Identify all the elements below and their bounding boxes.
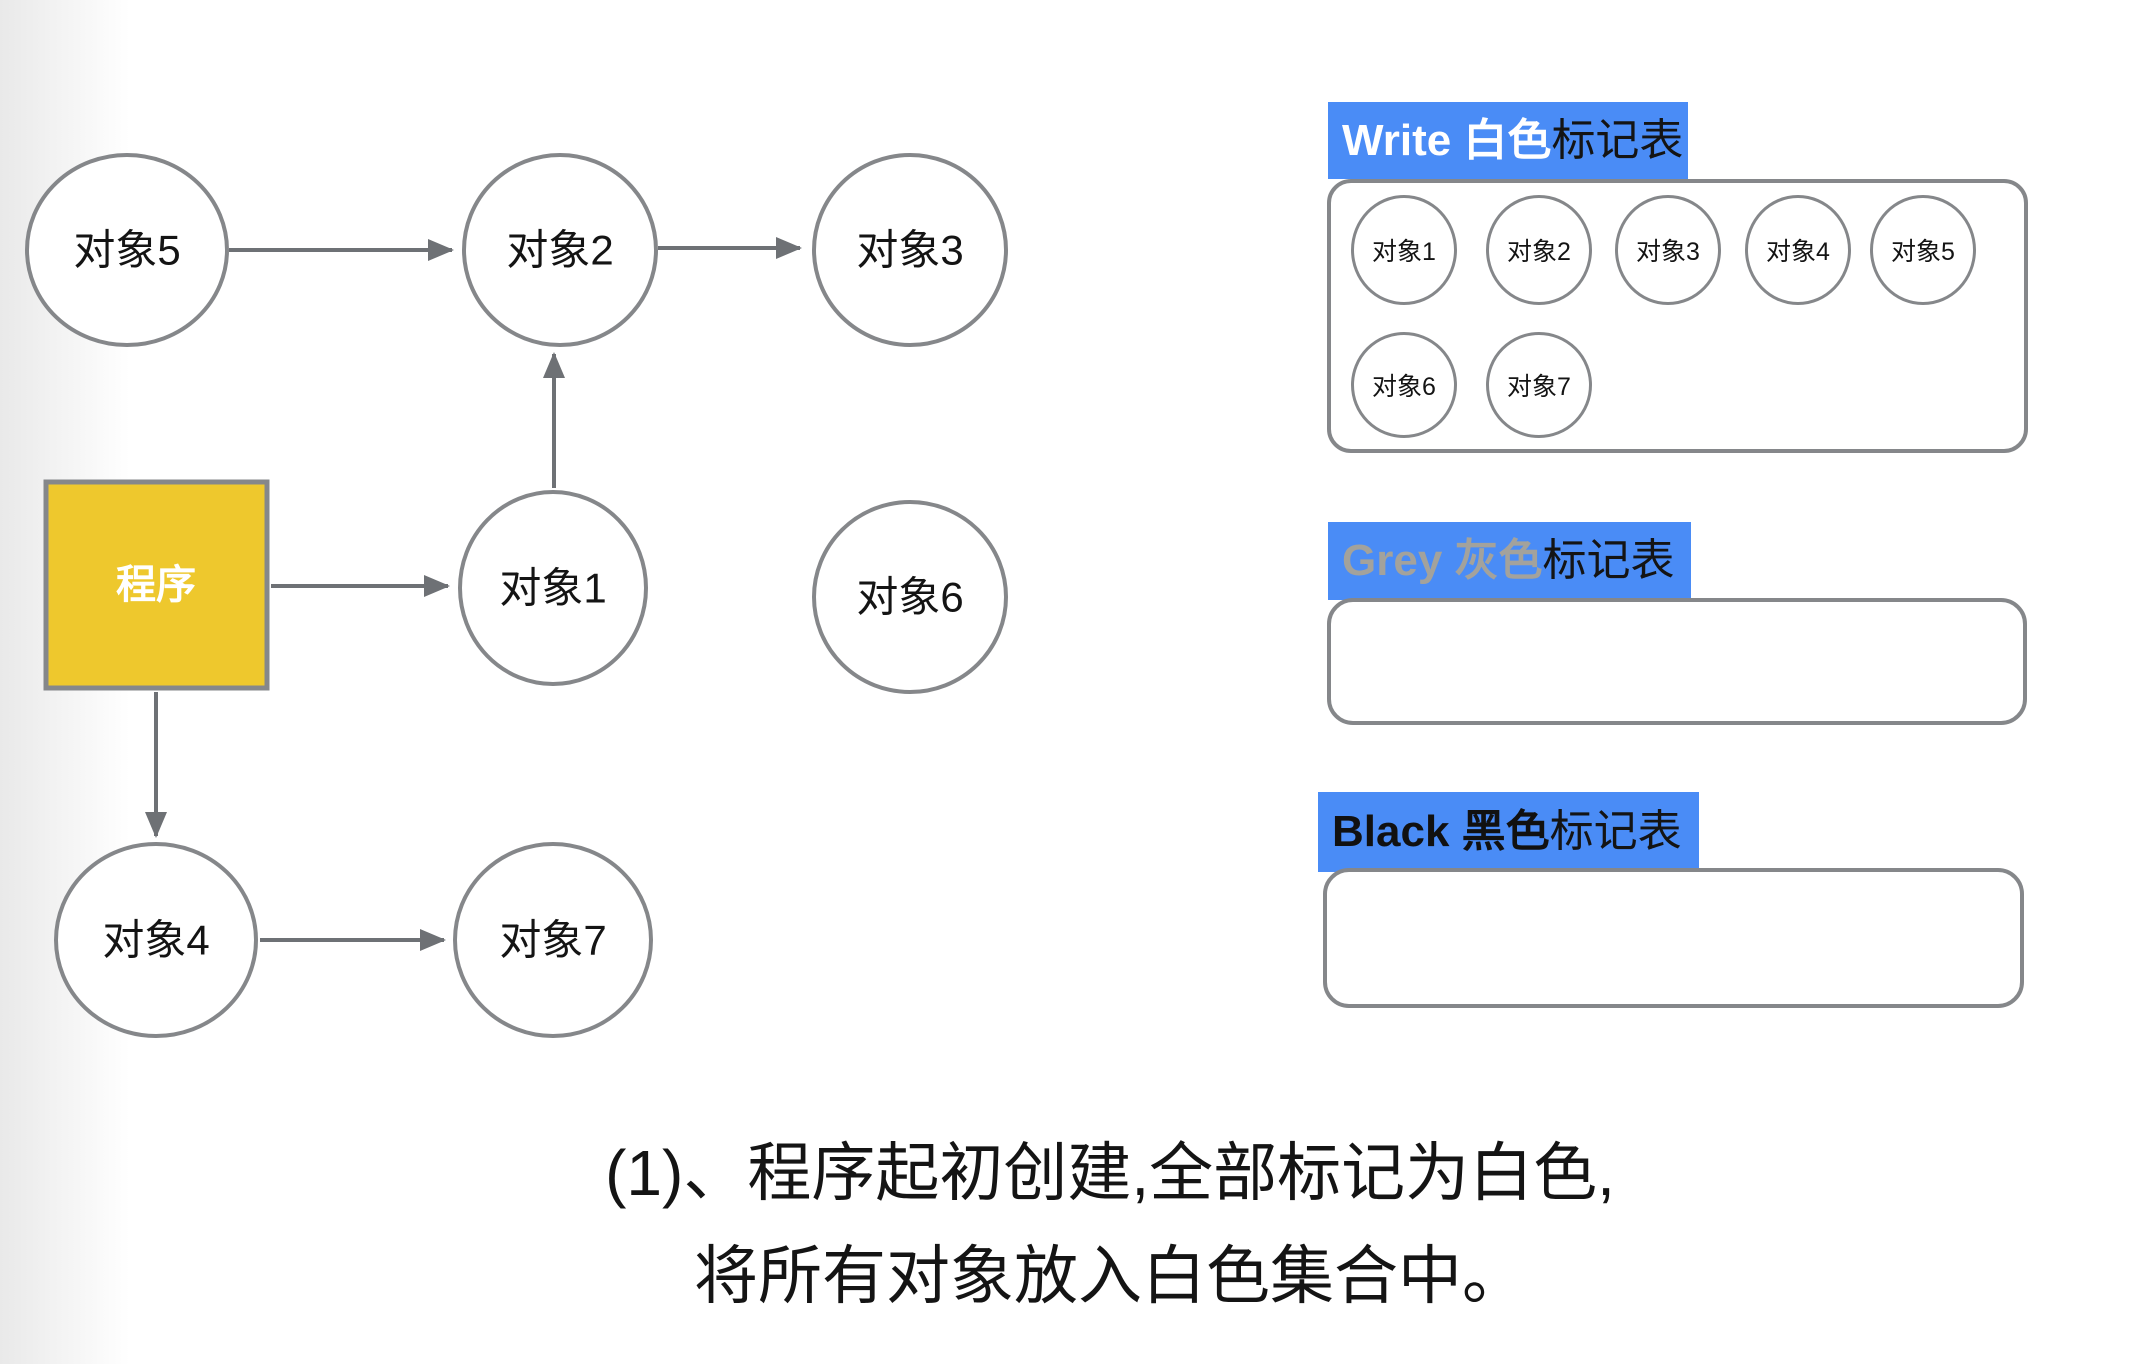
white-table-header: Write 白色标记表: [1328, 102, 1688, 179]
node-obj1-label: 对象1: [499, 565, 606, 612]
grey-table-title-en: Grey 灰色: [1342, 536, 1543, 585]
black-table-box: [1323, 868, 2024, 1008]
node-obj3-label: 对象3: [856, 227, 963, 274]
program-box: [43, 479, 270, 691]
white-table-title-en: Write 白色: [1342, 115, 1552, 165]
white-item-obj6: 对象6: [1351, 332, 1457, 438]
node-obj4-label: 对象4: [102, 917, 209, 964]
object-graph: 对象5 对象2 对象3 对象1 对象6 对象4 对象7 程序: [25, 153, 1008, 1038]
node-obj2-label: 对象2: [506, 227, 613, 274]
node-obj7-label: 对象7: [499, 917, 606, 964]
node-obj7: [453, 842, 653, 1038]
node-obj3: [812, 153, 1008, 347]
node-obj6: [812, 500, 1008, 694]
white-table-title-zh: 标记表: [1551, 115, 1684, 165]
white-item-obj5: 对象5: [1870, 195, 1976, 305]
black-table-title-en: Black 黑色: [1332, 807, 1550, 856]
grey-table-title-zh: 标记表: [1542, 536, 1675, 585]
black-table-header: Black 黑色标记表: [1318, 792, 1699, 872]
white-item-obj2: 对象2: [1486, 195, 1592, 305]
caption: (1)、程序起初创建,全部标记为白色, 将所有对象放入白色集合中。: [330, 1122, 1890, 1328]
white-item-obj3: 对象3: [1615, 195, 1721, 305]
program-label: 程序: [116, 563, 196, 607]
grey-table-box: [1327, 598, 2027, 725]
node-obj2: [462, 153, 658, 347]
node-obj5-label: 对象5: [73, 227, 180, 274]
white-item-obj1: 对象1: [1351, 195, 1457, 305]
white-item-obj7: 对象7: [1486, 332, 1592, 438]
white-item-obj4: 对象4: [1745, 195, 1851, 305]
node-obj4: [54, 842, 258, 1038]
node-obj5: [25, 153, 229, 347]
node-obj6-label: 对象6: [856, 574, 963, 621]
caption-line-1: (1)、程序起初创建,全部标记为白色,: [605, 1137, 1615, 1209]
grey-table-header: Grey 灰色标记表: [1328, 522, 1691, 600]
node-obj1: [458, 490, 648, 686]
black-table-title-zh: 标记表: [1549, 807, 1682, 856]
caption-line-2: 将所有对象放入白色集合中。: [694, 1240, 1526, 1312]
